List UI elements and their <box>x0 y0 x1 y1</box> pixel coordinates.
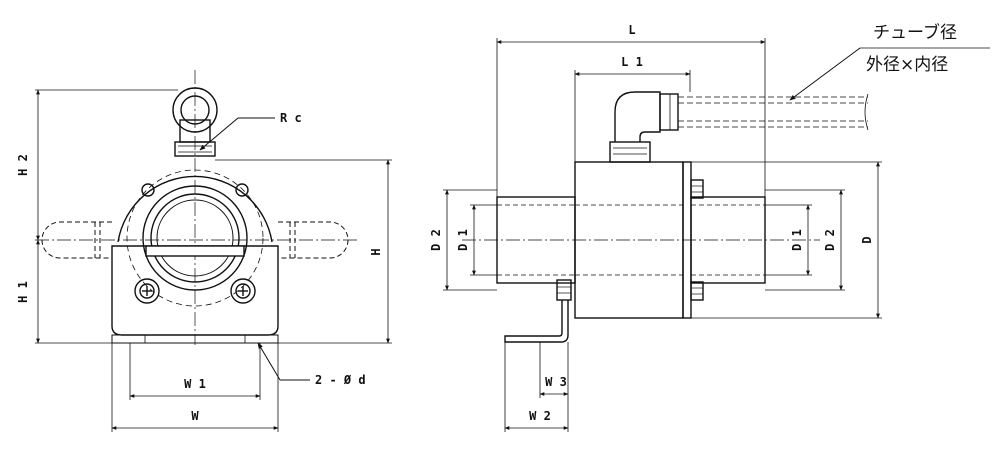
label-w: W <box>191 409 199 423</box>
label-h2: H 2 <box>16 154 30 176</box>
label-w3: W 3 <box>545 375 567 389</box>
label-rc: R c <box>280 111 302 125</box>
label-tube-od-id: 外径×内径 <box>866 55 948 75</box>
label-h1: H 1 <box>16 281 30 303</box>
label-d: D <box>860 236 874 243</box>
label-w2: W 2 <box>529 409 551 423</box>
label-d2-left: D 2 <box>429 229 443 251</box>
side-view <box>443 38 990 432</box>
top-elbow-fitting <box>172 87 218 157</box>
label-d2-right: D 2 <box>823 229 837 251</box>
label-h: H <box>369 248 383 255</box>
label-d1-right: D 1 <box>790 229 804 251</box>
label-tube-size: チューブ径 <box>873 22 957 43</box>
label-l1: L 1 <box>621 55 643 69</box>
label-l: L <box>628 23 635 37</box>
label-hole: 2 - Ø d <box>315 373 366 387</box>
tube-outline <box>678 96 868 128</box>
side-fitting-alternate <box>41 221 349 259</box>
front-view <box>35 70 392 432</box>
bracket-screws <box>134 278 256 304</box>
label-d1-left: D 1 <box>456 229 470 251</box>
label-w1: W 1 <box>184 377 206 391</box>
side-elbow-fitting <box>609 91 679 163</box>
